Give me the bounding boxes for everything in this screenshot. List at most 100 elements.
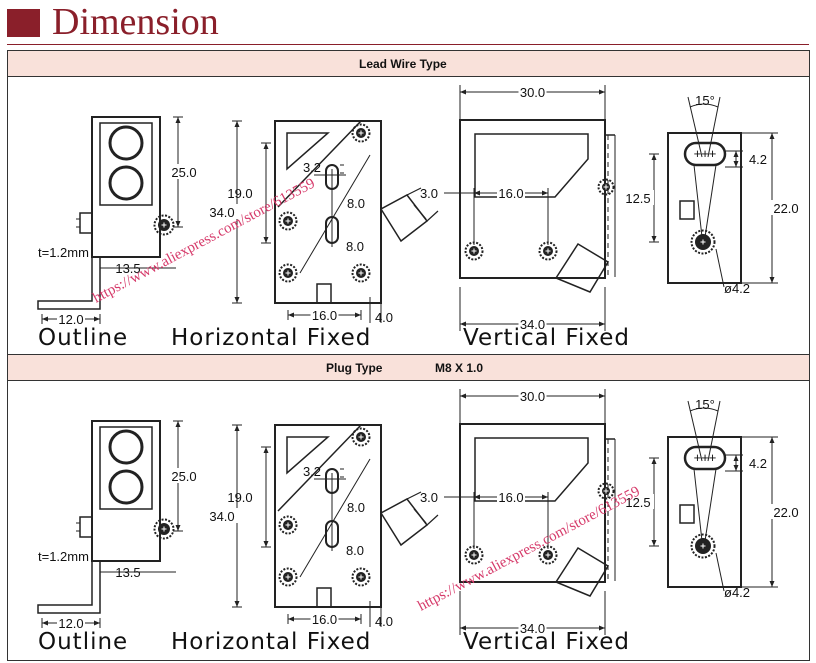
dim-12-5: 12.5 [625,495,650,510]
label-mask [168,468,200,483]
cable-gland [379,498,429,547]
caption-vertical: Vertical Fixed [463,325,630,351]
mount-hole-icon [278,211,298,231]
dim-12: 12.0 [58,616,83,631]
mount-hole-icon [351,427,371,447]
hole-cross [471,248,477,254]
label-mask [518,620,547,634]
mount-hole-icon [597,482,615,500]
caption-horizontal: Horizontal Fixed [171,629,371,655]
dimension-arrow [733,151,739,167]
mount-hole-icon [597,178,615,196]
dim-25: 25.0 [171,165,196,180]
dim-4-2: 4.2 [749,456,767,471]
hole-cross [285,574,291,580]
body-diagonal [277,120,362,208]
dim-16: 16.0 [312,612,337,627]
section-band: Lead Wire Type [8,51,809,77]
dim-v34: 34.0 [520,317,545,332]
lead-wire-drawing: 25.0t=1.2mm13.512.0Outline19.034.03.28.0… [37,84,802,351]
connector-spec: M8 X 1.0 [435,361,484,375]
lens-receiver-icon [108,165,144,201]
dim-12-5: 12.5 [625,191,650,206]
bracket-screw-icon [153,518,175,540]
label-mask [310,611,339,625]
label-mask [518,316,547,330]
dim-phi: ø4.2 [724,281,750,296]
dim-12: 12.0 [58,312,83,327]
body-diagonal [299,154,371,274]
indicator-window [679,504,695,524]
dimension-arrow [42,316,100,322]
angle-line [704,468,717,542]
dim-8-b: 8.0 [346,543,364,558]
lens-receiver-icon [108,469,144,505]
label-mask [57,311,85,325]
hole-cross [358,434,364,440]
hole-cross [471,552,477,558]
dim-16: 16.0 [312,308,337,323]
dim-34: 34.0 [209,205,234,220]
sensor-body [91,420,161,562]
slot-marks: +++ [694,146,717,161]
label-mask [206,204,238,219]
sensor-side-body [667,132,742,284]
body-diagonal [277,424,362,512]
dim-angle: 15° [695,93,715,108]
dim-8: 8.0 [347,196,365,211]
dim-v30: 30.0 [520,389,545,404]
caption-horizontal: Horizontal Fixed [171,325,371,351]
window-triangle [286,436,330,475]
mount-hole-icon [351,123,371,143]
lens-emitter-icon [108,429,144,465]
hole-cross [700,543,706,549]
hole-cross [285,218,291,224]
connector-nut [79,212,93,234]
dim-19: 19.0 [227,186,252,201]
dim-v34: 34.0 [520,621,545,636]
dim-thickness: t=1.2mm [38,245,89,260]
title-rule [7,44,809,45]
connector-nut [79,516,93,538]
angle-line [693,164,703,238]
cable-gland [379,194,429,243]
dim-thickness: t=1.2mm [38,549,89,564]
sensor-body [459,119,606,279]
hole-cross [358,130,364,136]
hole-cross [358,270,364,276]
cable-lines [406,187,439,222]
hole-cross [285,270,291,276]
dim-25: 25.0 [171,469,196,484]
leader-line [715,248,725,288]
bracket-screw-icon [153,214,175,236]
angle-line [693,468,703,542]
angle-line [704,164,717,238]
dim-angle: 15° [695,397,715,412]
mounting-bracket [37,561,101,614]
label-mask [224,489,256,504]
dim-4-2: 4.2 [749,152,767,167]
page-title: Dimension [52,1,219,43]
sensor-body [91,116,161,258]
dim-v3: 3.0 [420,490,438,505]
label-mask [770,200,802,215]
label-mask [57,615,85,629]
lens-window [99,426,153,510]
angle-arc [689,103,719,108]
sensor-body [459,423,606,583]
hole-cross [700,239,706,245]
label-mask [622,494,654,509]
cable-gland [554,546,610,597]
indicator-window [316,587,332,608]
label-mask [518,84,547,98]
caption-outline: Outline [38,325,128,351]
dimension-arrow [42,620,100,626]
sensor-window [474,133,589,198]
dim-13-5: 13.5 [115,261,140,276]
dim-v16: 16.0 [498,186,523,201]
dimension-arrow [733,455,739,471]
cable-lines [406,491,439,526]
dim-22: 22.0 [773,505,798,520]
